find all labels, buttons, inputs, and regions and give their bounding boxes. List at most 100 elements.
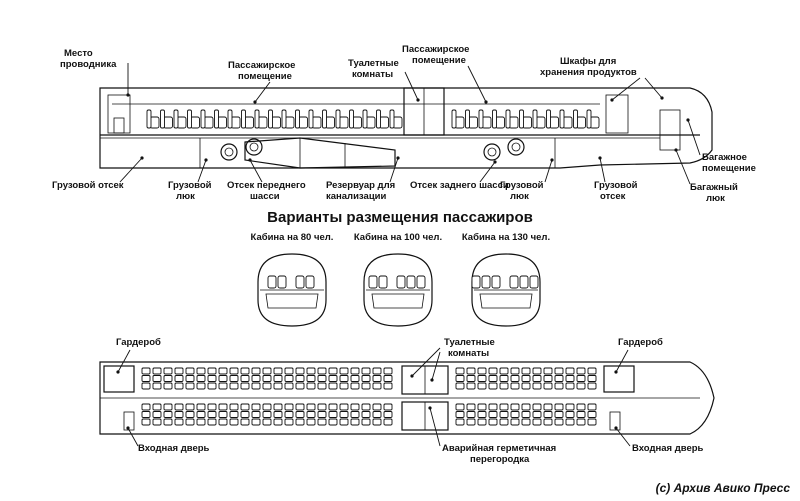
seat-back	[586, 109, 592, 129]
label-toilets-plan-2: комнаты	[448, 348, 489, 359]
label-bulkhead-2: перегородка	[470, 454, 530, 465]
seat	[284, 367, 294, 375]
label-passenger-cabin-rear-1: Пассажирское	[402, 44, 469, 55]
seat	[587, 367, 597, 375]
seat-back	[519, 109, 524, 129]
seat-back	[214, 109, 219, 129]
seat	[295, 275, 305, 289]
seat	[510, 403, 520, 411]
label-toilets-side-2: комнаты	[352, 69, 393, 80]
seat	[196, 403, 206, 411]
seat	[207, 411, 217, 418]
seat	[306, 418, 316, 426]
label-toilets-plan-1: Туалетные	[444, 337, 495, 348]
seat	[295, 411, 305, 418]
seat	[240, 418, 250, 426]
seat	[277, 275, 287, 289]
seat-back	[546, 109, 551, 129]
seat	[510, 375, 520, 382]
seat	[466, 375, 476, 382]
seat	[378, 275, 388, 289]
seat	[273, 367, 283, 375]
seat	[372, 403, 382, 411]
fuselage-plan-view	[99, 361, 715, 435]
seat	[543, 411, 553, 418]
label-cargo-bay-rear-1: Грузовой	[594, 180, 638, 191]
seat	[339, 418, 349, 426]
seat	[251, 375, 261, 382]
seat	[587, 418, 597, 426]
seat	[174, 375, 184, 382]
seat-back	[451, 109, 457, 129]
seat	[218, 375, 228, 382]
seat	[510, 411, 520, 418]
seat	[306, 375, 316, 382]
seat	[455, 367, 465, 375]
seat	[554, 418, 564, 426]
seat	[565, 382, 575, 390]
seat	[576, 411, 586, 418]
seat	[519, 275, 529, 289]
seat	[481, 275, 491, 289]
seat	[152, 411, 162, 418]
label-food-cabinets-1: Шкафы для	[560, 56, 616, 67]
seat	[543, 403, 553, 411]
cargo-hold	[265, 293, 319, 309]
seat-back	[200, 109, 206, 129]
seat	[471, 275, 481, 289]
seat	[185, 411, 195, 418]
cross-section-100	[363, 253, 433, 327]
seat	[499, 403, 509, 411]
seat	[521, 411, 531, 418]
seat	[284, 403, 294, 411]
seat	[163, 367, 173, 375]
seat-back	[173, 109, 179, 129]
seat	[554, 375, 564, 382]
seat	[499, 411, 509, 418]
label-entry-door-front: Входная дверь	[138, 443, 210, 454]
seat	[466, 403, 476, 411]
seat	[372, 375, 382, 382]
seat	[152, 382, 162, 390]
seat	[488, 375, 498, 382]
seat	[339, 367, 349, 375]
seat	[396, 275, 406, 289]
seat	[477, 367, 487, 375]
seat	[554, 411, 564, 418]
cargo-hold	[479, 293, 533, 309]
label-bulkhead-1: Аварийная герметичная	[442, 443, 556, 454]
seat	[262, 411, 272, 418]
seat-back	[268, 109, 273, 129]
seat	[295, 375, 305, 382]
seat	[383, 411, 393, 418]
seat-back	[389, 109, 395, 129]
seat	[273, 382, 283, 390]
seat	[455, 382, 465, 390]
label-cargo-hatch-front-1: Грузовой	[168, 180, 212, 191]
seat	[361, 375, 371, 382]
fuselage-side-view	[99, 87, 713, 169]
seat	[240, 375, 250, 382]
seat	[543, 367, 553, 375]
seat	[361, 403, 371, 411]
seat	[174, 382, 184, 390]
seat	[262, 375, 272, 382]
label-nose-gear-bay-1: Отсек переднего	[227, 180, 306, 191]
copyright-notice: (с) Архив Авико Пресс	[656, 481, 791, 495]
seat	[284, 418, 294, 426]
seat	[196, 382, 206, 390]
seat-back	[573, 109, 578, 129]
seat	[455, 375, 465, 382]
seat	[416, 275, 426, 289]
seat	[284, 375, 294, 382]
seat	[361, 411, 371, 418]
seat	[262, 367, 272, 375]
seat	[339, 403, 349, 411]
seat	[455, 411, 465, 418]
seat	[295, 367, 305, 375]
seat	[163, 382, 173, 390]
seat	[372, 418, 382, 426]
seat	[328, 403, 338, 411]
seat	[488, 411, 498, 418]
